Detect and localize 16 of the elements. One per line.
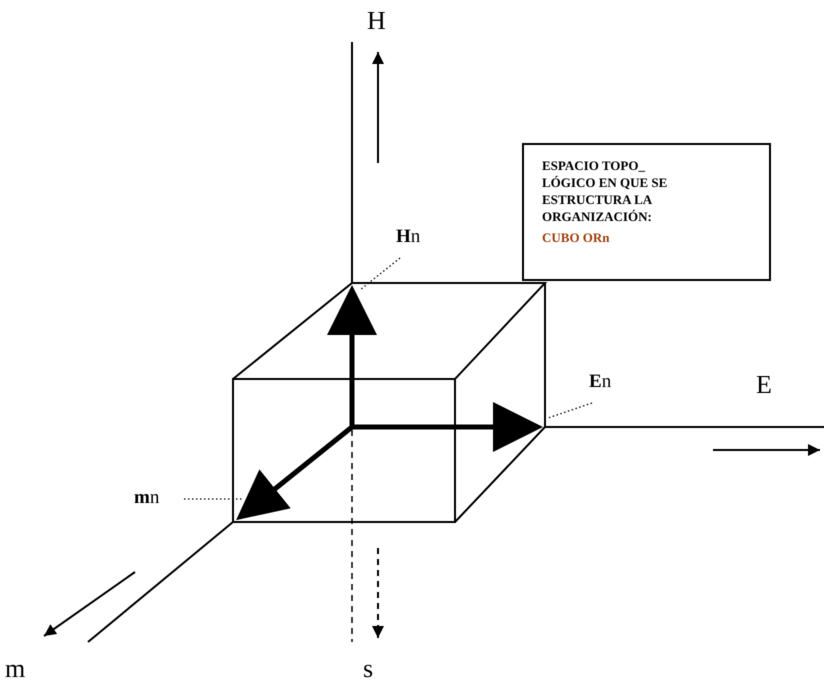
axis-label: m: [5, 654, 26, 682]
box-heading: ESPACIO TOPO_ LÓGICO EN QUE SE ESTRUCTURA LA ORGANIZACIÓN:: [542, 157, 668, 225]
vector-arrow: [327, 285, 377, 427]
axis-label: s: [363, 654, 374, 682]
leader-line: [184, 498, 242, 500]
text-box: [522, 143, 771, 281]
leader-line: [548, 402, 592, 419]
axis-label: E: [756, 370, 772, 400]
vector-label: Hn: [396, 226, 420, 248]
box-title: CUBO ORn: [542, 229, 611, 246]
axis-label: H: [367, 6, 386, 36]
vector-label: En: [589, 371, 612, 393]
leader-line: [360, 258, 400, 290]
vector-label: mn: [134, 487, 160, 509]
vector-arrow: [352, 402, 543, 452]
vector-arrow: [236, 425, 354, 520]
